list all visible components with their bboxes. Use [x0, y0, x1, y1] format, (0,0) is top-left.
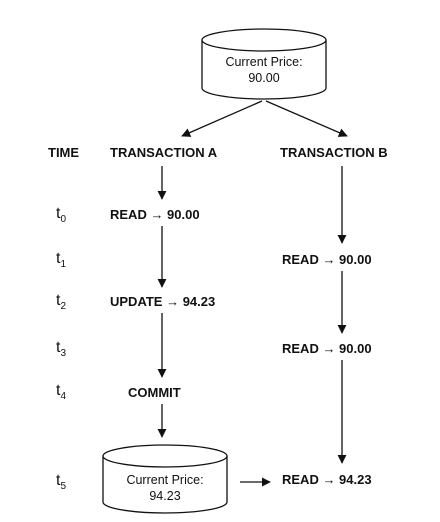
time-label-t2: t2: [56, 292, 66, 312]
transaction-b-step-read-1: READ → 90.00: [282, 252, 372, 267]
time-label-t0: t0: [56, 205, 66, 225]
db-bottom-label: Current Price:: [126, 473, 203, 487]
transaction-a-step-update: UPDATE → 94.23: [110, 294, 215, 309]
header-transaction-a: TRANSACTION A: [110, 145, 218, 160]
transaction-a-step-commit: COMMIT: [128, 385, 181, 400]
db-bottom-value: 94.23: [149, 489, 180, 503]
transaction-b-step-read-2: READ → 90.00: [282, 341, 372, 356]
header-transaction-b: TRANSACTION B: [280, 145, 388, 160]
transaction-b-step-read-3: READ → 94.23: [282, 472, 372, 487]
time-label-t4: t4: [56, 382, 66, 402]
transaction-a-step-read: READ → 90.00: [110, 207, 200, 222]
database-bottom-cylinder: Current Price: 94.23: [102, 444, 228, 514]
time-label-t3: t3: [56, 339, 66, 359]
time-labels: t0 t1 t2 t3 t4 t5: [56, 205, 66, 492]
header-time: TIME: [48, 145, 79, 160]
time-label-t1: t1: [56, 250, 66, 270]
db-top-value: 90.00: [248, 71, 279, 85]
arrow-db-to-a: [181, 100, 263, 137]
time-label-t5: t5: [56, 472, 66, 492]
database-top-cylinder: Current Price: 90.00: [201, 28, 327, 100]
arrow-db-to-b: [265, 100, 348, 137]
db-top-label: Current Price:: [225, 55, 302, 69]
